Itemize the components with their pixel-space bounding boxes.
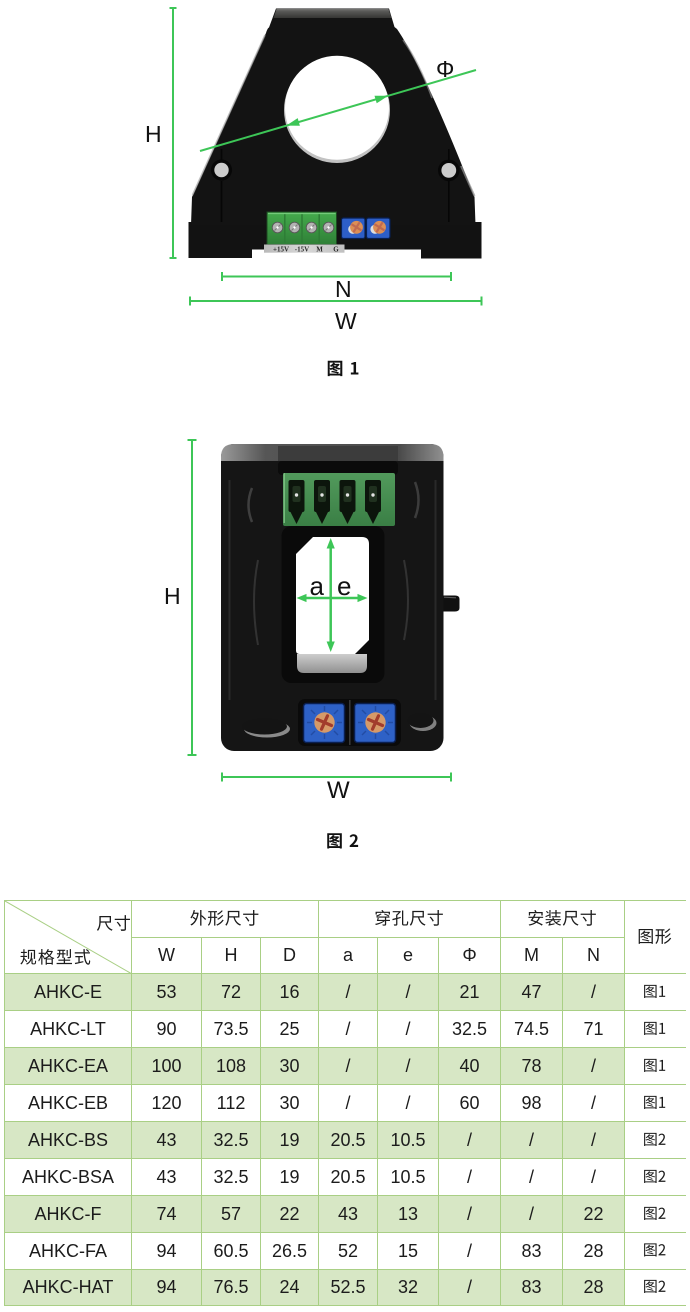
svg-text:a: a	[310, 571, 325, 601]
svg-text:Φ: Φ	[436, 56, 454, 82]
svg-text:+15V: +15V	[273, 245, 289, 253]
svg-text:-15V: -15V	[295, 245, 309, 253]
svg-text:e: e	[337, 571, 351, 601]
svg-text:N: N	[335, 276, 352, 302]
svg-text:W: W	[335, 308, 357, 334]
svg-text:H: H	[164, 583, 181, 609]
svg-text:H: H	[145, 121, 162, 147]
svg-text:W: W	[327, 777, 350, 804]
svg-text:G: G	[333, 245, 339, 253]
svg-text:M: M	[316, 245, 323, 253]
